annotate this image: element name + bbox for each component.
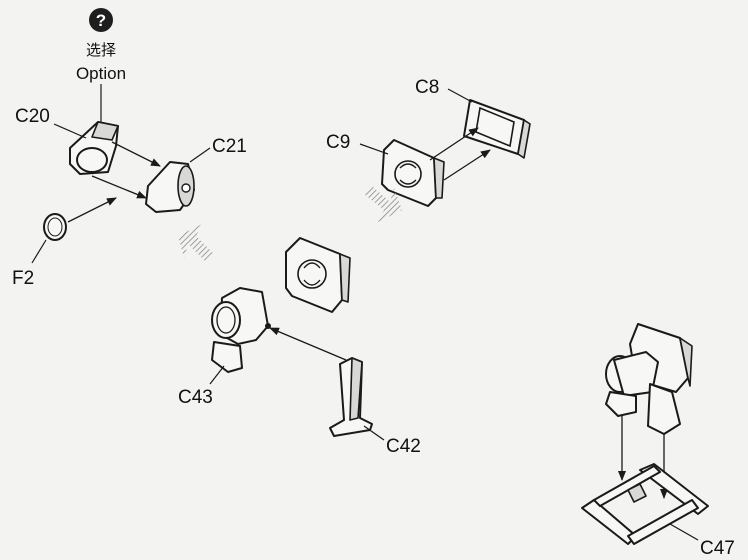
stand-base-drawing — [581, 463, 709, 545]
label-c47: C47 — [700, 538, 735, 559]
part-c43-drawing — [211, 287, 271, 373]
assembly-arrow-icon — [67, 197, 117, 223]
leader-c42 — [363, 425, 385, 441]
assembly-arrow-icon — [269, 327, 347, 361]
hatched-direction-arrow-icon — [178, 224, 214, 262]
leader-c21 — [189, 147, 211, 163]
part-c47-drawing — [605, 323, 693, 435]
label-c8: C8 — [415, 77, 439, 98]
leader-c20 — [53, 123, 87, 139]
option-label-en: Option — [76, 64, 126, 83]
part-c21-drawing — [145, 161, 195, 213]
assembly-arrow-icon — [111, 141, 161, 167]
leader-c47 — [669, 523, 699, 541]
option-badge: ? 选择 Option — [76, 8, 126, 83]
part-c42-drawing — [329, 357, 373, 437]
label-c9: C9 — [326, 132, 350, 153]
leader-c9 — [359, 143, 389, 155]
assembly-arrow-icon — [91, 175, 147, 199]
hatched-direction-arrow-icon — [364, 186, 402, 222]
question-badge-icon — [89, 8, 113, 32]
assembly-arrow-icon — [443, 149, 491, 181]
part-c20-drawing — [69, 121, 119, 175]
label-c42: C42 — [386, 436, 421, 457]
part-c9-drawing — [381, 139, 445, 207]
part-c8-drawing — [463, 99, 531, 159]
badge-symbol: ? — [96, 11, 106, 30]
label-c43: C43 — [178, 387, 213, 408]
leader-f2 — [31, 239, 47, 264]
subassembly-c8-c9-drawing — [285, 237, 351, 313]
leader-c8 — [447, 88, 473, 103]
label-c20: C20 — [15, 106, 50, 127]
part-f2-drawing — [43, 213, 67, 241]
option-label-cn: 选择 — [86, 42, 116, 59]
leader-c43 — [209, 365, 225, 385]
label-c21: C21 — [212, 136, 247, 157]
assembly-arrow-icon — [429, 127, 479, 161]
label-f2: F2 — [12, 268, 34, 289]
